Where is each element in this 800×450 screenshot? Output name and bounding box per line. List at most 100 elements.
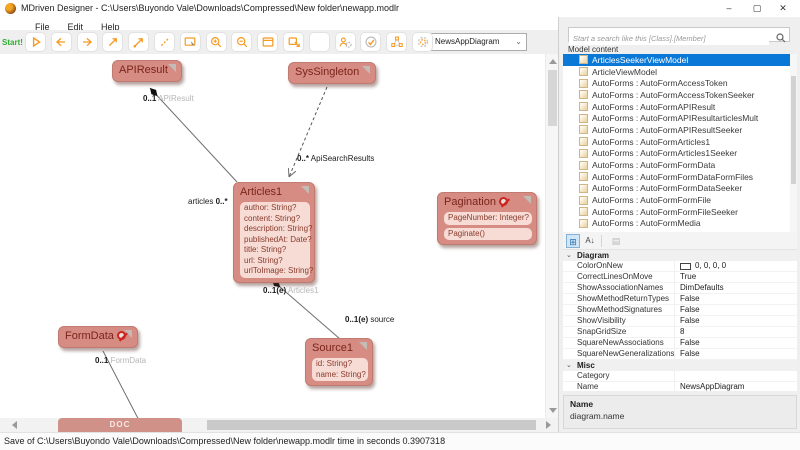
property-row[interactable]: SnapGridSize8 bbox=[563, 327, 797, 338]
property-row[interactable]: CorrectLinesOnMoveTrue bbox=[563, 272, 797, 283]
property-value[interactable]: 8 bbox=[675, 327, 797, 337]
list-item[interactable]: AutoForms : AutoFormFormData bbox=[563, 159, 797, 171]
property-value[interactable]: NewsAppDiagram bbox=[675, 382, 797, 391]
list-item[interactable]: AutoForms : AutoFormMedia bbox=[563, 218, 797, 230]
list-item[interactable]: AutoForms : AutoFormAPIResultSeeker bbox=[563, 124, 797, 136]
search-icon[interactable] bbox=[776, 30, 786, 48]
canvas-vertical-scrollbar[interactable] bbox=[545, 54, 558, 418]
property-value[interactable]: DimDefaults bbox=[675, 283, 797, 293]
toolbar-button-window[interactable] bbox=[257, 32, 278, 52]
property-row[interactable]: ShowAssociationNamesDimDefaults bbox=[563, 283, 797, 294]
list-item-label: AutoForms : AutoFormArticles1Seeker bbox=[592, 148, 737, 158]
property-row[interactable]: Category bbox=[563, 371, 797, 382]
property-value[interactable]: False bbox=[675, 338, 797, 348]
search-box[interactable] bbox=[568, 27, 790, 42]
uml-class-syssingleton[interactable]: SysSingleton bbox=[288, 62, 376, 84]
fold-corner-icon bbox=[362, 66, 370, 74]
class-icon bbox=[579, 90, 588, 99]
doc-tab[interactable]: DOC bbox=[58, 418, 182, 432]
toolbar-button-dashed-line[interactable] bbox=[154, 32, 175, 52]
toolbar-button-play[interactable] bbox=[25, 32, 46, 52]
list-item[interactable]: AutoForms : AutoFormAPIResult bbox=[563, 101, 797, 113]
property-row[interactable]: SquareNewGeneralizationsFalse bbox=[563, 349, 797, 360]
categorized-view-icon[interactable]: ⊞ bbox=[566, 234, 580, 248]
scroll-right-icon[interactable] bbox=[546, 421, 551, 429]
list-item[interactable]: AutoForms : AutoFormAPIResultarticlesMul… bbox=[563, 112, 797, 124]
fold-corner-icon bbox=[168, 64, 176, 72]
toolbar-button-gear[interactable] bbox=[412, 32, 433, 52]
property-row[interactable]: SquareNewAssociationsFalse bbox=[563, 338, 797, 349]
list-item[interactable]: AutoForms : AutoFormFormFile bbox=[563, 194, 797, 206]
list-item-label: AutoForms : AutoFormFormFileSeeker bbox=[592, 207, 738, 217]
multiplicity-label: 0..1(e) bbox=[345, 315, 368, 324]
diagram-select[interactable]: NewsAppDiagram ⌄ bbox=[429, 33, 527, 51]
back-arrow-icon bbox=[53, 34, 69, 50]
toolbar-button-association-arrow[interactable] bbox=[128, 32, 149, 52]
collapse-chevron-icon[interactable]: ⌄ bbox=[566, 250, 572, 261]
association-label: 0..1(e) source bbox=[345, 315, 394, 324]
uml-class-apiresult[interactable]: APIResult bbox=[112, 60, 182, 82]
uml-class-pagination[interactable]: PaginationPageNumber: Integer?Paginate() bbox=[437, 192, 537, 245]
alphabetical-sort-icon[interactable]: A↓ bbox=[583, 234, 597, 248]
toolbar-button-link-arrow[interactable] bbox=[102, 32, 123, 52]
property-name: ShowAssociationNames bbox=[563, 283, 675, 293]
hscroll-thumb[interactable] bbox=[207, 420, 536, 430]
list-item[interactable]: AutoForms : AutoFormArticles1Seeker bbox=[563, 148, 797, 160]
search-input[interactable] bbox=[569, 32, 769, 45]
list-item[interactable]: AutoForms : AutoFormFormFileSeeker bbox=[563, 206, 797, 218]
screen-pointer-icon bbox=[182, 34, 198, 50]
toolbar-button-check-circle[interactable] bbox=[360, 32, 381, 52]
list-item[interactable]: ArticlesSeekerViewModel bbox=[563, 54, 797, 66]
property-row[interactable]: ShowMethodSignaturesFalse bbox=[563, 305, 797, 316]
toolbar-button-color-wheel[interactable] bbox=[309, 32, 330, 52]
property-pages-icon: ▤ bbox=[609, 234, 623, 248]
scroll-left-icon[interactable] bbox=[12, 421, 17, 429]
scroll-down-icon[interactable] bbox=[549, 408, 557, 413]
list-item[interactable]: AutoForms : AutoFormAccessTokenSeeker bbox=[563, 89, 797, 101]
property-category[interactable]: ⌄Misc bbox=[563, 360, 797, 371]
property-row[interactable]: ColorOnNew0, 0, 0, 0 bbox=[563, 261, 797, 272]
association-arrow-icon bbox=[131, 34, 147, 50]
property-category[interactable]: ⌄Diagram bbox=[563, 250, 797, 261]
toolbar-button-window-arrow[interactable] bbox=[283, 32, 304, 52]
property-description: Name diagram.name bbox=[563, 395, 797, 429]
toolbar-button-screen-pointer[interactable] bbox=[180, 32, 201, 52]
list-item[interactable]: AutoForms : AutoFormFormDataFormFiles bbox=[563, 171, 797, 183]
property-value[interactable]: False bbox=[675, 305, 797, 315]
property-row[interactable]: NameNewsAppDiagram bbox=[563, 382, 797, 391]
uml-class-articles1[interactable]: Articles1author: String?content: String?… bbox=[233, 182, 315, 283]
property-value[interactable]: False bbox=[675, 294, 797, 304]
list-item[interactable]: AutoForms : AutoFormArticles1 bbox=[563, 136, 797, 148]
property-value[interactable]: False bbox=[675, 316, 797, 326]
list-scrollbar[interactable] bbox=[790, 54, 797, 232]
collapse-chevron-icon[interactable]: ⌄ bbox=[566, 360, 572, 371]
uml-class-source1[interactable]: Source1id: String?name: String? bbox=[305, 338, 373, 386]
property-value[interactable] bbox=[675, 371, 797, 381]
vscroll-thumb[interactable] bbox=[548, 70, 557, 126]
property-value[interactable]: True bbox=[675, 272, 797, 282]
title-bar[interactable]: MDriven Designer - C:\Users\Buyondo Vale… bbox=[0, 0, 800, 17]
property-row[interactable]: ShowVisibilityFalse bbox=[563, 316, 797, 327]
scroll-up-icon[interactable] bbox=[549, 59, 557, 64]
toolbar-button-back-arrow[interactable] bbox=[51, 32, 72, 52]
association-label: 0..1 APIResult bbox=[143, 94, 194, 103]
toolbar-button-zoom-in[interactable] bbox=[206, 32, 227, 52]
property-row[interactable]: ShowMethodReturnTypesFalse bbox=[563, 294, 797, 305]
minimize-button[interactable]: – bbox=[716, 0, 742, 17]
list-scroll-thumb[interactable] bbox=[791, 76, 796, 184]
diagram-canvas[interactable]: APIResult SysSingletonArticles1author: St… bbox=[0, 54, 545, 418]
attribute: content: String? bbox=[244, 214, 306, 225]
toolbar-button-diagram-nodes[interactable] bbox=[386, 32, 407, 52]
toolbar-button-user-gear[interactable] bbox=[335, 32, 356, 52]
start-button[interactable]: Start! bbox=[2, 38, 23, 47]
property-value[interactable]: False bbox=[675, 349, 797, 359]
list-item[interactable]: AutoForms : AutoFormAccessToken bbox=[563, 77, 797, 89]
uml-class-formdata[interactable]: FormData bbox=[58, 326, 138, 348]
property-value[interactable]: 0, 0, 0, 0 bbox=[675, 261, 797, 271]
toolbar-button-forward-arrow[interactable] bbox=[77, 32, 98, 52]
list-item[interactable]: ArticleViewModel bbox=[563, 66, 797, 78]
toolbar-button-zoom-out[interactable] bbox=[231, 32, 252, 52]
list-item[interactable]: AutoForms : AutoFormFormDataSeeker bbox=[563, 183, 797, 195]
close-button[interactable]: ✕ bbox=[770, 0, 796, 17]
maximize-button[interactable]: ▢ bbox=[744, 0, 770, 17]
